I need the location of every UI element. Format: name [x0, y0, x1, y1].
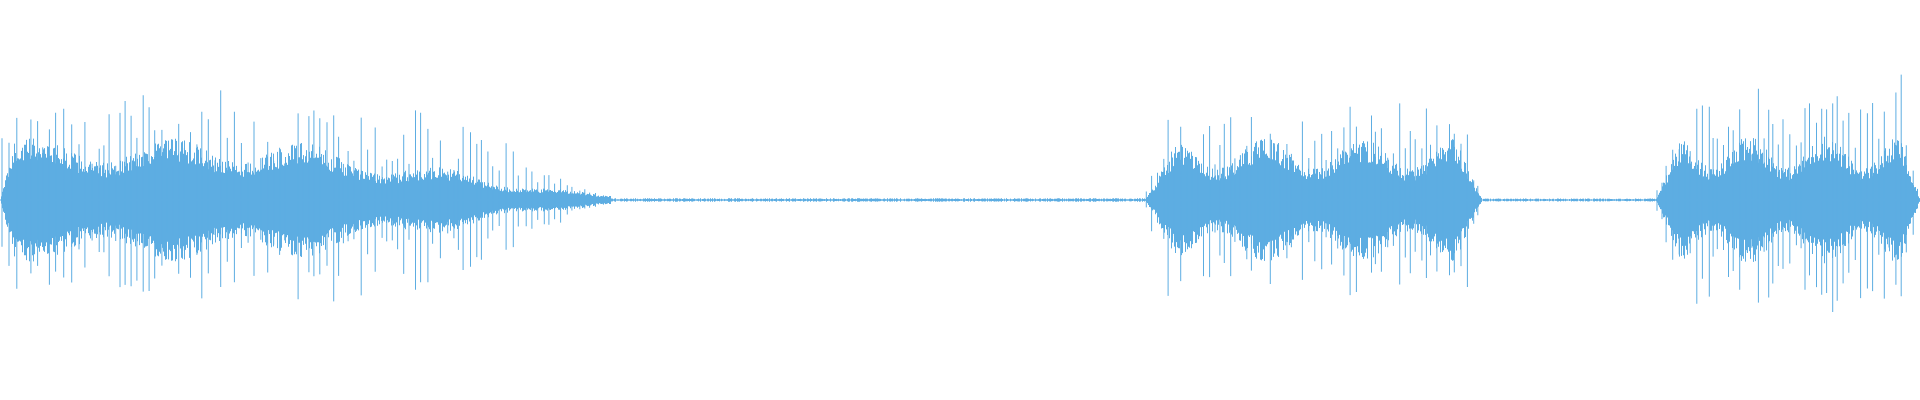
waveform-spike-path — [1, 74, 1918, 312]
waveform-transients — [1, 74, 1918, 312]
